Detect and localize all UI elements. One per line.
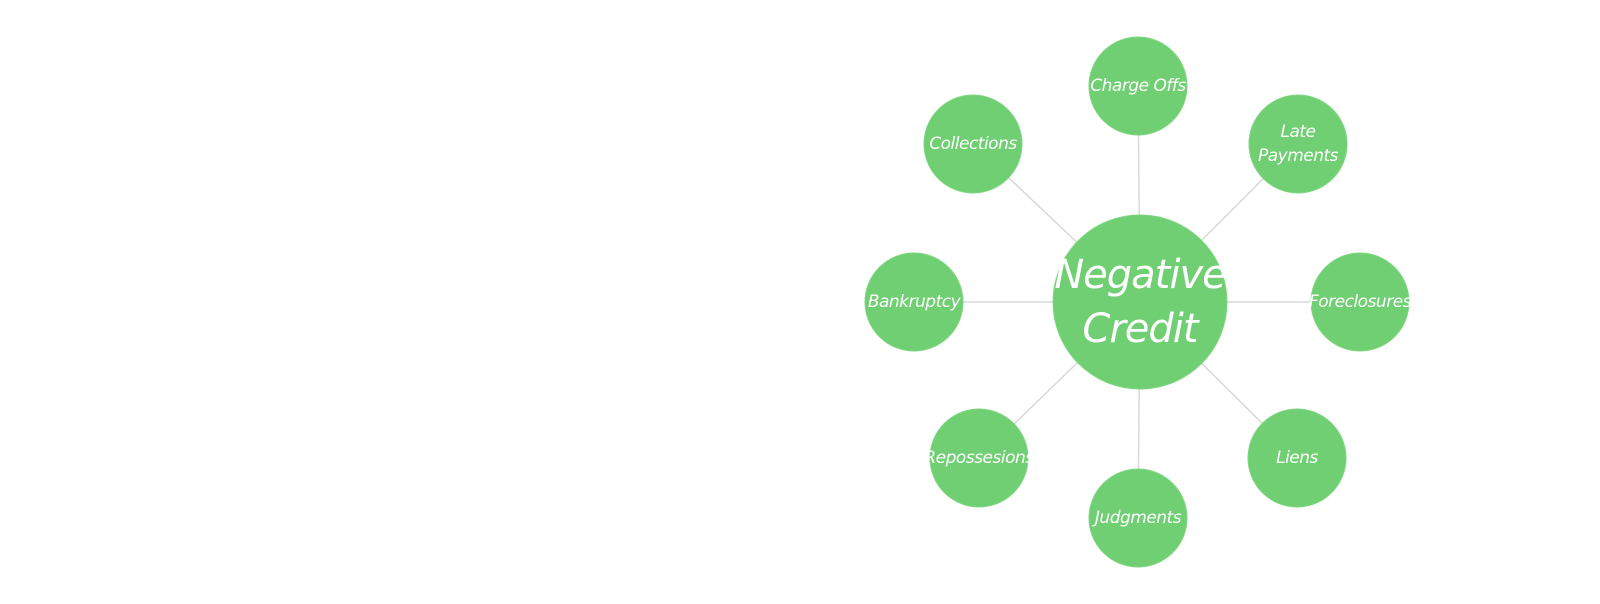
node-foreclosures-label: Foreclosures	[1309, 292, 1412, 312]
node-charge-offs: Charge Offs	[1088, 36, 1188, 136]
node-circle-foreclosures	[1310, 252, 1410, 352]
node-circle-judgments	[1088, 468, 1188, 568]
center-label: Credit	[1082, 306, 1199, 352]
node-circle-charge-offs	[1088, 36, 1188, 136]
node-judgments: Judgments	[1088, 468, 1188, 568]
connector-repossesions	[1013, 362, 1079, 425]
connectors	[963, 134, 1311, 470]
node-repossesions-label: Repossesions	[924, 448, 1034, 468]
connector-liens	[1201, 362, 1263, 424]
connector-charge-offs	[1137, 134, 1140, 216]
center-label: Negative	[1054, 252, 1226, 298]
node-bankruptcy-label: Bankruptcy	[868, 292, 962, 312]
node-late-payments-label: Payments	[1258, 146, 1339, 166]
center-circle	[1052, 214, 1228, 390]
node-circle-liens	[1247, 408, 1347, 508]
outer-nodes: Charge OffsLatePaymentsForeclosuresLiens…	[864, 36, 1412, 568]
node-circle-collections	[923, 94, 1023, 194]
node-charge-offs-label: Charge Offs	[1090, 76, 1186, 96]
node-judgments-label: Judgments	[1092, 508, 1182, 528]
node-liens-label: Liens	[1276, 448, 1318, 468]
node-circle-repossesions	[929, 408, 1029, 508]
connector-collections	[1008, 177, 1078, 243]
node-collections-label: Collections	[929, 134, 1017, 154]
connector-judgments	[1137, 388, 1140, 470]
node-bankruptcy: Bankruptcy	[864, 252, 964, 352]
node-collections: Collections	[923, 94, 1023, 194]
connector-late-payments	[1200, 178, 1264, 242]
node-repossesions: Repossesions	[924, 408, 1035, 508]
node-liens: Liens	[1247, 408, 1347, 508]
node-foreclosures: Foreclosures	[1309, 252, 1412, 352]
node-circle-late-payments	[1248, 94, 1348, 194]
node-late-payments-label: Late	[1280, 122, 1315, 142]
node-circle-bankruptcy	[864, 252, 964, 352]
